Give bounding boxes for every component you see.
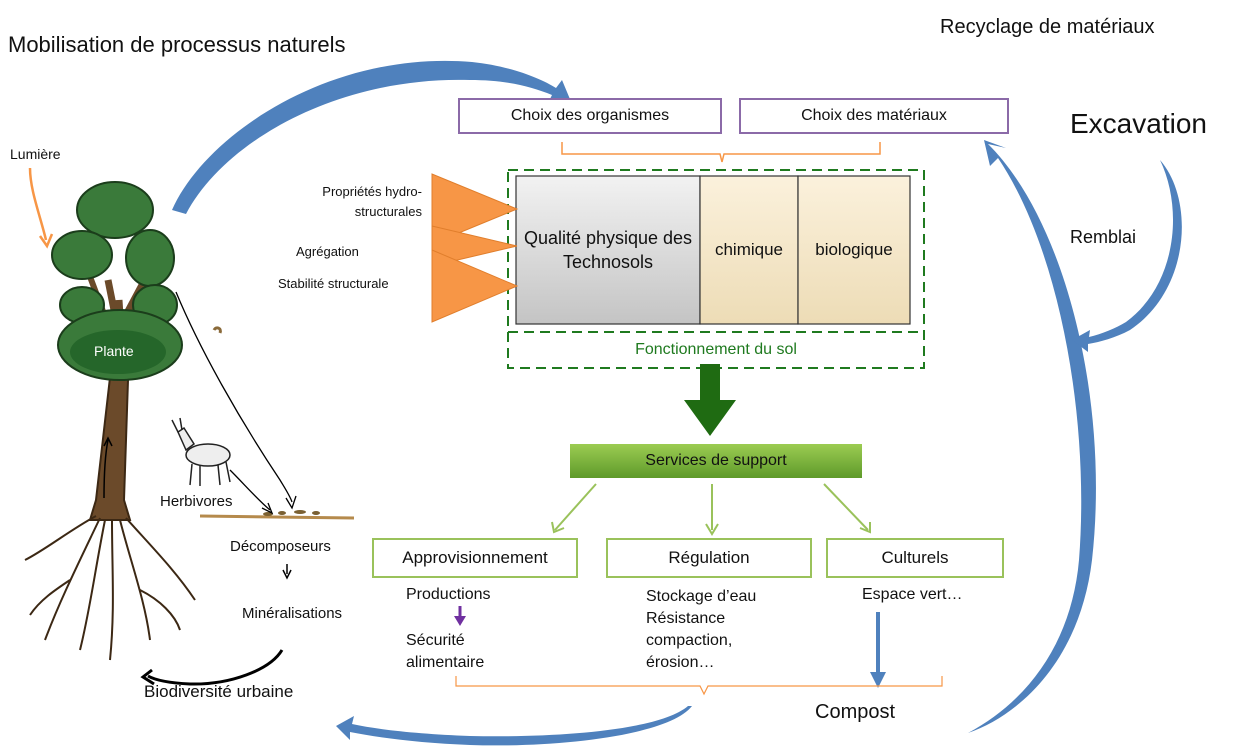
arrow-to-approvisionnement bbox=[554, 483, 597, 531]
compost-label: Compost bbox=[815, 701, 896, 723]
function-to-services-arrow bbox=[684, 364, 736, 436]
mobilisation-arrow bbox=[172, 60, 572, 214]
choix-organismes-box: Choix des organismes bbox=[458, 98, 722, 134]
excavation-remblai-arrow bbox=[1072, 160, 1182, 352]
herbivore-animal bbox=[171, 417, 231, 486]
tree-illustration bbox=[24, 181, 196, 661]
triangle-agregation bbox=[431, 225, 518, 267]
productions-label: Productions bbox=[406, 586, 491, 603]
crown-to-litter-arrow bbox=[175, 291, 293, 503]
property-agregation-label: Agrégation bbox=[296, 244, 359, 259]
mineralisations-label: Minéralisations bbox=[242, 605, 343, 622]
triangle-hydro bbox=[431, 173, 519, 245]
biodiversite-label: Biodiversité urbaine bbox=[144, 682, 294, 701]
triangle-stabilite bbox=[431, 249, 519, 323]
securite-label: Sécurité alimentaire bbox=[406, 632, 485, 671]
physique-box bbox=[515, 175, 701, 325]
recyclage-title: Recyclage de matériaux bbox=[940, 16, 1155, 38]
recyclage-arrow bbox=[968, 140, 1096, 733]
choix-materiaux-box: Choix des matériaux bbox=[739, 98, 1009, 134]
approvisionnement-box: Approvisionnement bbox=[372, 538, 578, 578]
herbivores-label: Herbivores bbox=[160, 493, 233, 510]
arrow-to-culturels bbox=[823, 483, 869, 531]
chimique-label: chimique bbox=[714, 240, 784, 259]
biologique-label: biologique bbox=[815, 240, 893, 259]
physique-label: Qualité physique des Technosols bbox=[523, 228, 693, 272]
fonctionnement-label: Fonctionnement du sol bbox=[635, 341, 797, 358]
regulation-text: Stockage d’eau Résistance compaction, ér… bbox=[646, 588, 757, 671]
property-hydro-label: Propriétés hydro-structurales bbox=[322, 184, 422, 219]
plante-label: Plante bbox=[94, 343, 134, 359]
culturels-box: Culturels bbox=[826, 538, 1004, 578]
biodiversity-cycle-arrow bbox=[147, 649, 284, 686]
services-support-box: Services de support bbox=[570, 444, 862, 478]
biologique-box bbox=[797, 175, 911, 325]
light-arrow bbox=[28, 167, 48, 241]
remblai-label: Remblai bbox=[1070, 227, 1137, 247]
regulation-box: Régulation bbox=[606, 538, 812, 578]
inputs-brace bbox=[561, 142, 881, 163]
bottom-return-arrow bbox=[336, 706, 692, 746]
lumiere-label: Lumière bbox=[10, 146, 61, 162]
property-stabilite-label: Stabilité structurale bbox=[278, 276, 389, 291]
espace-vert-label: Espace vert… bbox=[862, 586, 963, 603]
chimique-box bbox=[699, 175, 799, 325]
property-triangles bbox=[431, 173, 519, 323]
excavation-label: Excavation bbox=[1070, 108, 1207, 139]
decomposeurs-label: Décomposeurs bbox=[230, 538, 331, 555]
outcomes-brace bbox=[455, 676, 943, 696]
root-uptake-arrow bbox=[103, 439, 109, 499]
litter bbox=[263, 510, 320, 516]
trunk bbox=[88, 357, 132, 521]
herbivore-to-litter-arrow bbox=[229, 469, 271, 511]
ground-line bbox=[199, 514, 355, 520]
mobilisation-title: Mobilisation de processus naturels bbox=[8, 32, 346, 57]
